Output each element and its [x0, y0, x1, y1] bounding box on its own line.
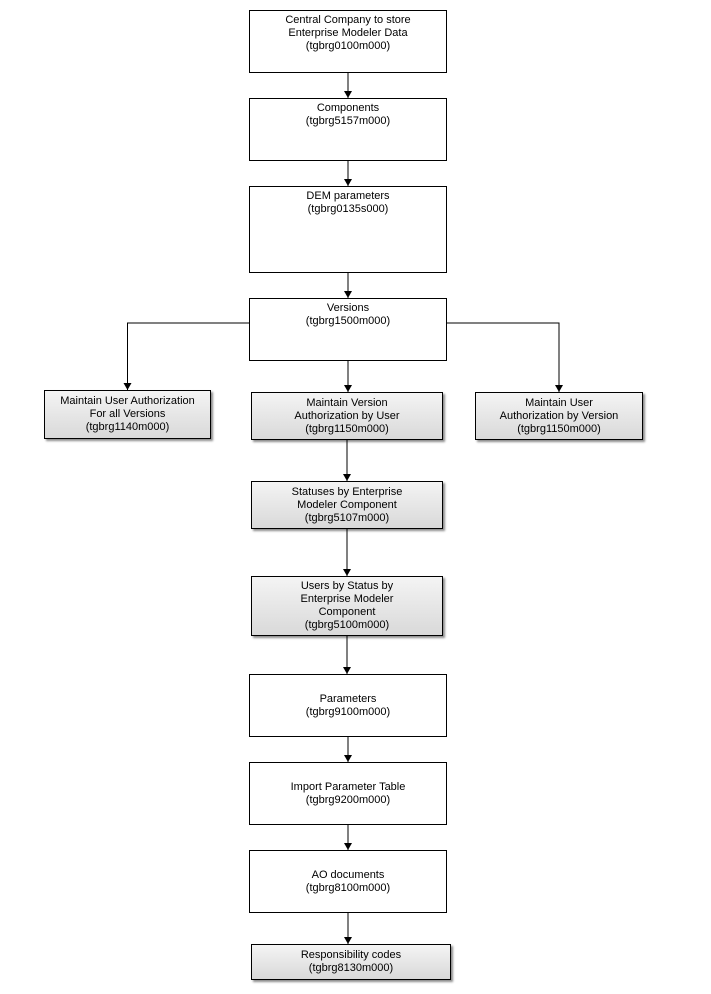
node-label-line: Central Company to store — [285, 14, 411, 26]
node-label-line: (tgbrg8130m000) — [308, 962, 394, 974]
node-label-line: (tgbrg0135s000) — [307, 203, 389, 215]
arrowhead — [555, 385, 563, 392]
arrowhead — [344, 937, 352, 944]
node-label-line: Responsibility codes — [300, 949, 402, 961]
node-label-line: Enterprise Modeler Data — [288, 27, 408, 39]
arrowhead — [344, 291, 352, 298]
node-label-line: Component — [318, 606, 376, 618]
node-import-parameter-table: Import Parameter Table(tgbrg9200m000) — [249, 762, 447, 825]
node-label-line: Maintain User Authorization — [60, 395, 195, 407]
node-responsibility-codes: Responsibility codes(tgbrg8130m000) — [251, 944, 451, 980]
arrowhead — [344, 385, 352, 392]
node-label-line: (tgbrg0100m000) — [305, 40, 391, 52]
node-label-line: (tgbrg9200m000) — [305, 793, 391, 806]
arrowhead — [344, 179, 352, 186]
node-label-line: AO documents — [311, 868, 385, 881]
node-label-line: DEM parameters — [306, 190, 390, 202]
node-label-line: Maintain User — [525, 396, 593, 409]
node-label-line: (tgbrg5157m000) — [305, 115, 391, 127]
node-label-line: Authorization by Version — [499, 409, 619, 422]
node-parameters: Parameters(tgbrg9100m000) — [249, 674, 447, 737]
connector-versions-to-user-auth-all-versions — [127, 322, 249, 390]
node-dem-parameters: DEM parameters(tgbrg0135s000) — [249, 186, 447, 273]
node-versions: Versions(tgbrg1500m000) — [249, 298, 447, 361]
node-label-line: (tgbrg8100m000) — [305, 881, 391, 894]
node-label-line: Enterprise Modeler — [300, 593, 394, 605]
node-label-line: (tgbrg9100m000) — [305, 705, 391, 718]
node-label-line: Versions — [326, 302, 370, 314]
arrowhead — [344, 843, 352, 850]
node-label-line: Statuses by Enterprise — [291, 485, 403, 498]
node-label-line: (tgbrg1150m000) — [517, 422, 601, 435]
node-ao-documents: AO documents(tgbrg8100m000) — [249, 850, 447, 913]
arrowhead — [343, 569, 351, 576]
node-label-line: (tgbrg5100m000) — [304, 619, 390, 631]
node-label-line: (tgbrg1140m000) — [85, 421, 170, 433]
arrowhead — [343, 474, 351, 481]
node-label-line: Import Parameter Table — [290, 780, 406, 793]
arrowhead — [343, 667, 351, 674]
arrowhead — [344, 91, 352, 98]
node-label-line: Parameters — [319, 692, 377, 705]
arrowhead — [123, 383, 132, 390]
node-label-line: (tgbrg5107m000) — [304, 511, 390, 524]
node-label-line: Users by Status by — [300, 580, 394, 592]
node-label-line: Authorization by User — [294, 409, 400, 422]
node-label-line: Modeler Component — [297, 498, 397, 511]
node-label-line: (tgbrg1500m000) — [305, 315, 391, 327]
arrowhead — [344, 755, 352, 762]
node-label-line: Maintain Version — [306, 396, 388, 409]
node-label-line: Components — [316, 102, 380, 114]
connector-versions-to-user-auth-by-version — [447, 322, 560, 392]
node-label-line: For all Versions — [89, 408, 166, 420]
node-components: Components(tgbrg5157m000) — [249, 98, 447, 161]
node-label-line: (tgbrg1150m000) — [305, 422, 389, 435]
